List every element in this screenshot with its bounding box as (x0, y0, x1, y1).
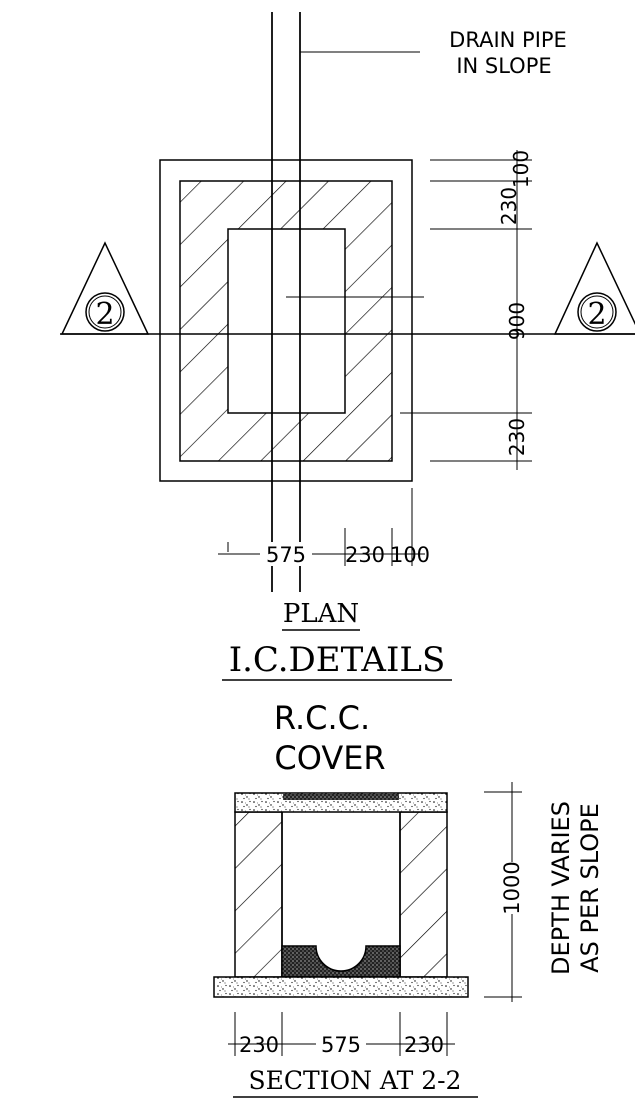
section-view: R.C.C. COVER 1000 DEPTH VARIES AS PER SL… (213, 699, 604, 1098)
dim-230-right: 230 (404, 1033, 444, 1057)
svg-text:2: 2 (587, 297, 606, 332)
drain-pipe-note-line2: IN SLOPE (456, 54, 551, 78)
dim-230-top: 230 (497, 187, 521, 225)
section-marker-left: 2 (60, 241, 150, 335)
plan-vertical-dimensions: 100 230 900 230 (400, 150, 533, 470)
dim-230-bottom: 230 (505, 418, 529, 456)
svg-text:2: 2 (95, 297, 114, 332)
right-wall (399, 811, 448, 978)
drawing-title: I.C.DETAILS (229, 640, 446, 680)
drain-pipe-note-line1: DRAIN PIPE (449, 28, 567, 52)
depth-note-line1: DEPTH VARIES (547, 801, 575, 975)
dim-230-left: 230 (239, 1033, 279, 1057)
left-wall (234, 811, 283, 978)
section-marker-right: 2 (553, 241, 635, 335)
depth-dimension: 1000 (484, 782, 524, 1002)
chamber-outer-outline (159, 159, 413, 482)
dim-575: 575 (321, 1033, 361, 1057)
dim-900: 900 (505, 302, 529, 340)
cover-label-line1: R.C.C. (274, 699, 370, 737)
dim-575: 575 (266, 543, 306, 567)
depth-note-line2: AS PER SLOPE (576, 803, 604, 973)
plan-title: PLAN (283, 599, 359, 629)
section-horizontal-dimensions: 230 575 230 (228, 1012, 455, 1057)
cover-label-line2: COVER (274, 739, 385, 777)
dim-1000: 1000 (500, 861, 524, 914)
base-slab (213, 976, 469, 998)
benching (281, 945, 401, 978)
plan-view: DRAIN PIPE IN SLOPE 2 2 (60, 12, 635, 631)
plan-horizontal-dimensions: 575 230 100 (218, 488, 430, 567)
dim-100: 100 (509, 150, 533, 188)
dim-230: 230 (345, 543, 385, 567)
dim-100: 100 (390, 543, 430, 567)
chamber-wall-hatch (179, 180, 393, 462)
section-title: SECTION AT 2-2 (249, 1066, 462, 1095)
